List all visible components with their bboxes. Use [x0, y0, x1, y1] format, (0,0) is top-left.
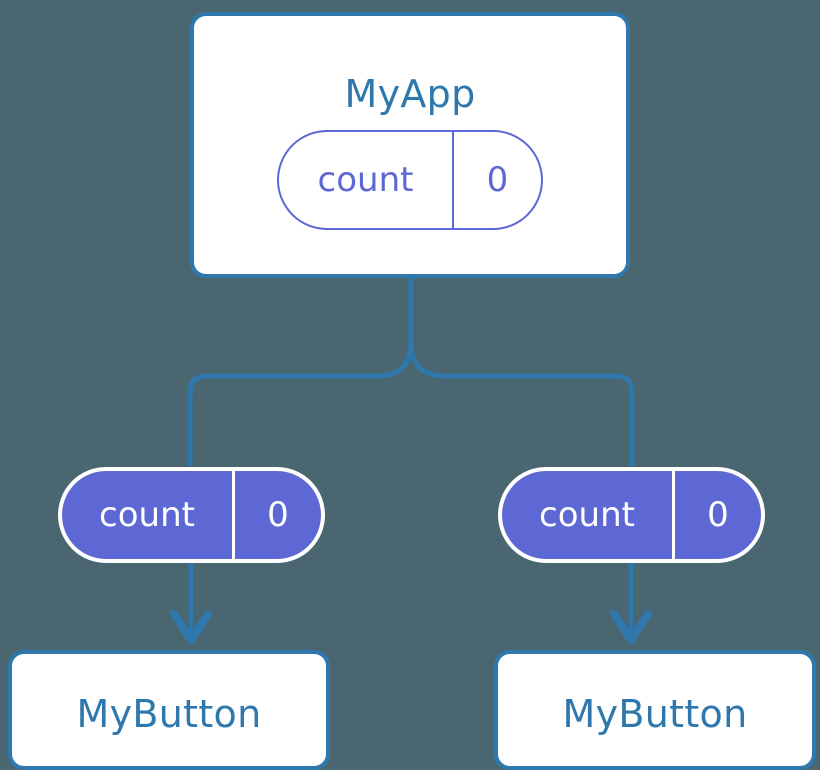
arrowhead-left	[170, 610, 212, 644]
props-value-label: 0	[672, 471, 761, 559]
state-pill-myapp[interactable]: count 0	[277, 130, 543, 230]
branch-left	[187, 341, 414, 466]
props-key-label: count	[539, 495, 635, 535]
branch-right	[408, 341, 635, 466]
component-title-myapp: MyApp	[344, 72, 476, 116]
component-card-mybutton-left[interactable]: MyButton	[8, 650, 330, 770]
component-card-mybutton-right[interactable]: MyButton	[494, 650, 816, 770]
component-title-mybutton-left: MyButton	[76, 692, 262, 736]
props-value-label: 0	[232, 471, 321, 559]
state-key-label: count	[317, 160, 414, 200]
state-value-label: 0	[452, 132, 541, 228]
component-title-mybutton-right: MyButton	[562, 692, 748, 736]
props-pill-right[interactable]: count 0	[498, 467, 765, 563]
props-pill-left[interactable]: count 0	[58, 467, 325, 563]
props-key-label: count	[99, 495, 195, 535]
arrowhead-right	[610, 610, 652, 644]
